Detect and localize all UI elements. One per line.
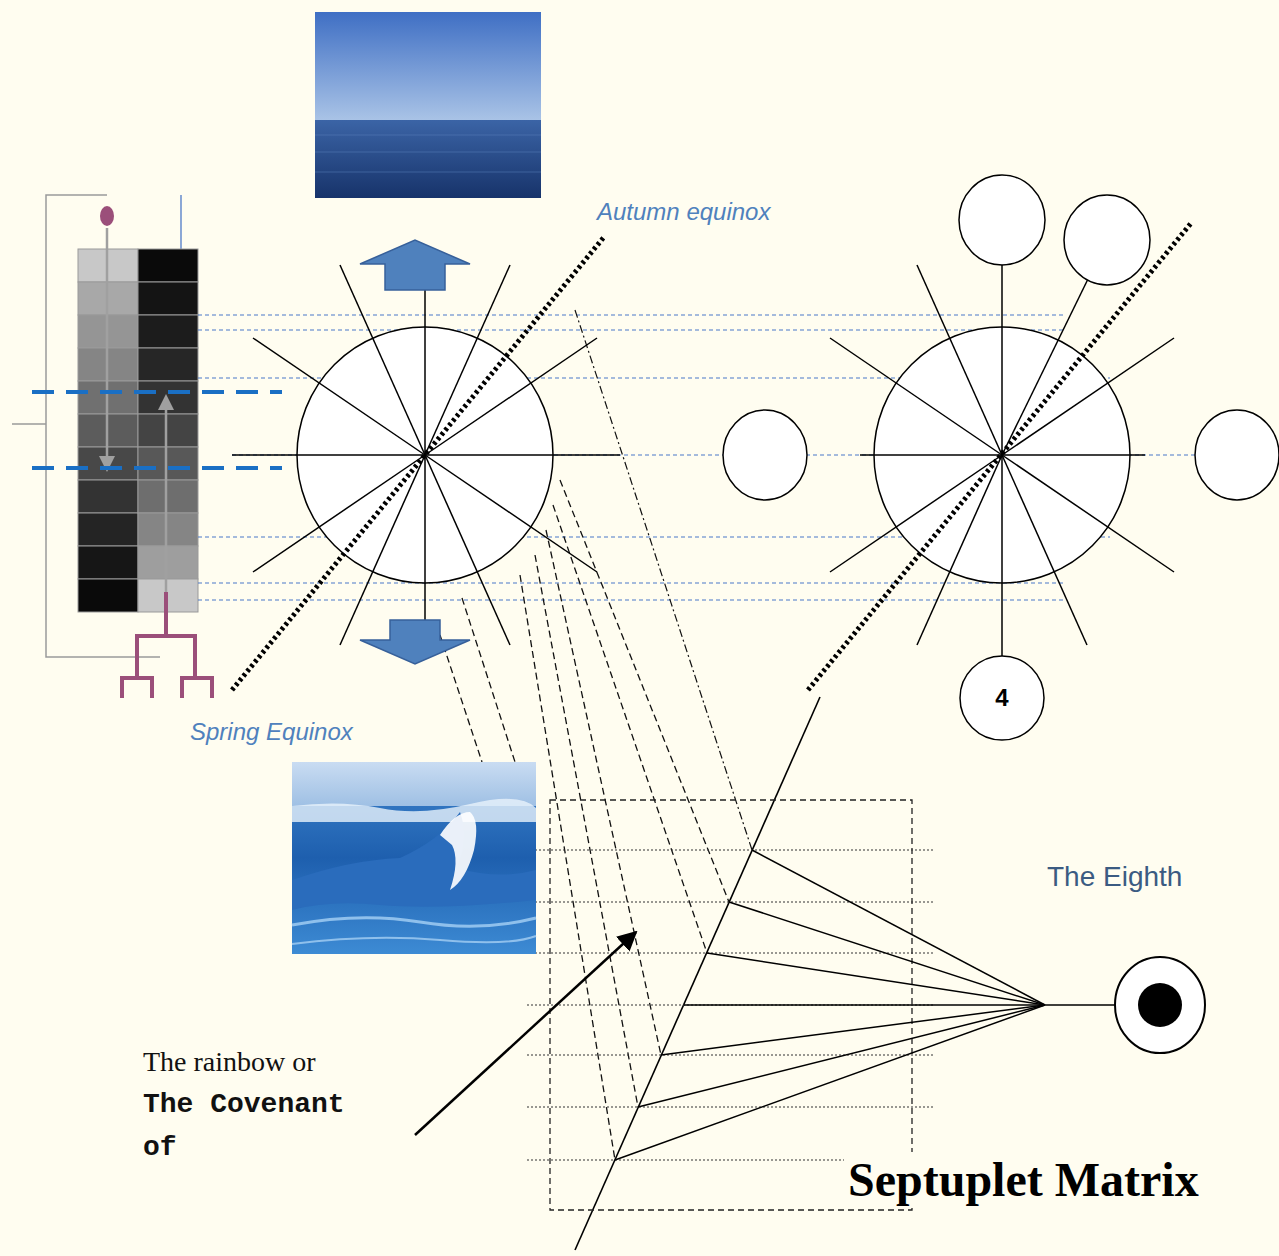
projection-line bbox=[575, 310, 752, 850]
callout-circle: 4 bbox=[959, 655, 1045, 741]
flow-arrows bbox=[99, 228, 174, 600]
blue-dashes bbox=[32, 392, 282, 468]
wave-photo bbox=[292, 762, 536, 954]
magenta-dot bbox=[100, 206, 114, 226]
eighth-symbol bbox=[1115, 957, 1205, 1053]
callout-text: The rainbow or bbox=[143, 1045, 316, 1079]
gray-bar bbox=[78, 249, 198, 612]
blue-tick bbox=[180, 195, 181, 249]
up-arrow bbox=[360, 240, 470, 290]
callout-arrow bbox=[415, 932, 636, 1135]
equinox-label: Autumn equinox bbox=[597, 198, 770, 227]
prism-line bbox=[575, 697, 820, 1250]
frame-tick bbox=[12, 423, 46, 425]
down-arrow bbox=[360, 620, 470, 664]
calm-sea-photo bbox=[315, 12, 541, 198]
blue-guides bbox=[198, 315, 1195, 600]
equinox-axis bbox=[232, 222, 1192, 690]
equinox-label: Spring Equinox bbox=[190, 718, 353, 747]
callout-number: 4 bbox=[959, 655, 1045, 741]
circle-shape bbox=[960, 656, 1044, 740]
right-wheel bbox=[723, 175, 1279, 656]
eighth-label: The Eighth bbox=[1047, 860, 1182, 894]
magenta-tree bbox=[122, 592, 212, 698]
left-wheel bbox=[232, 265, 620, 645]
callout-text: The Covenant of bbox=[143, 1084, 383, 1170]
caption: Septuplet Matrix bbox=[844, 1152, 1203, 1207]
converging-rays bbox=[615, 850, 1116, 1160]
